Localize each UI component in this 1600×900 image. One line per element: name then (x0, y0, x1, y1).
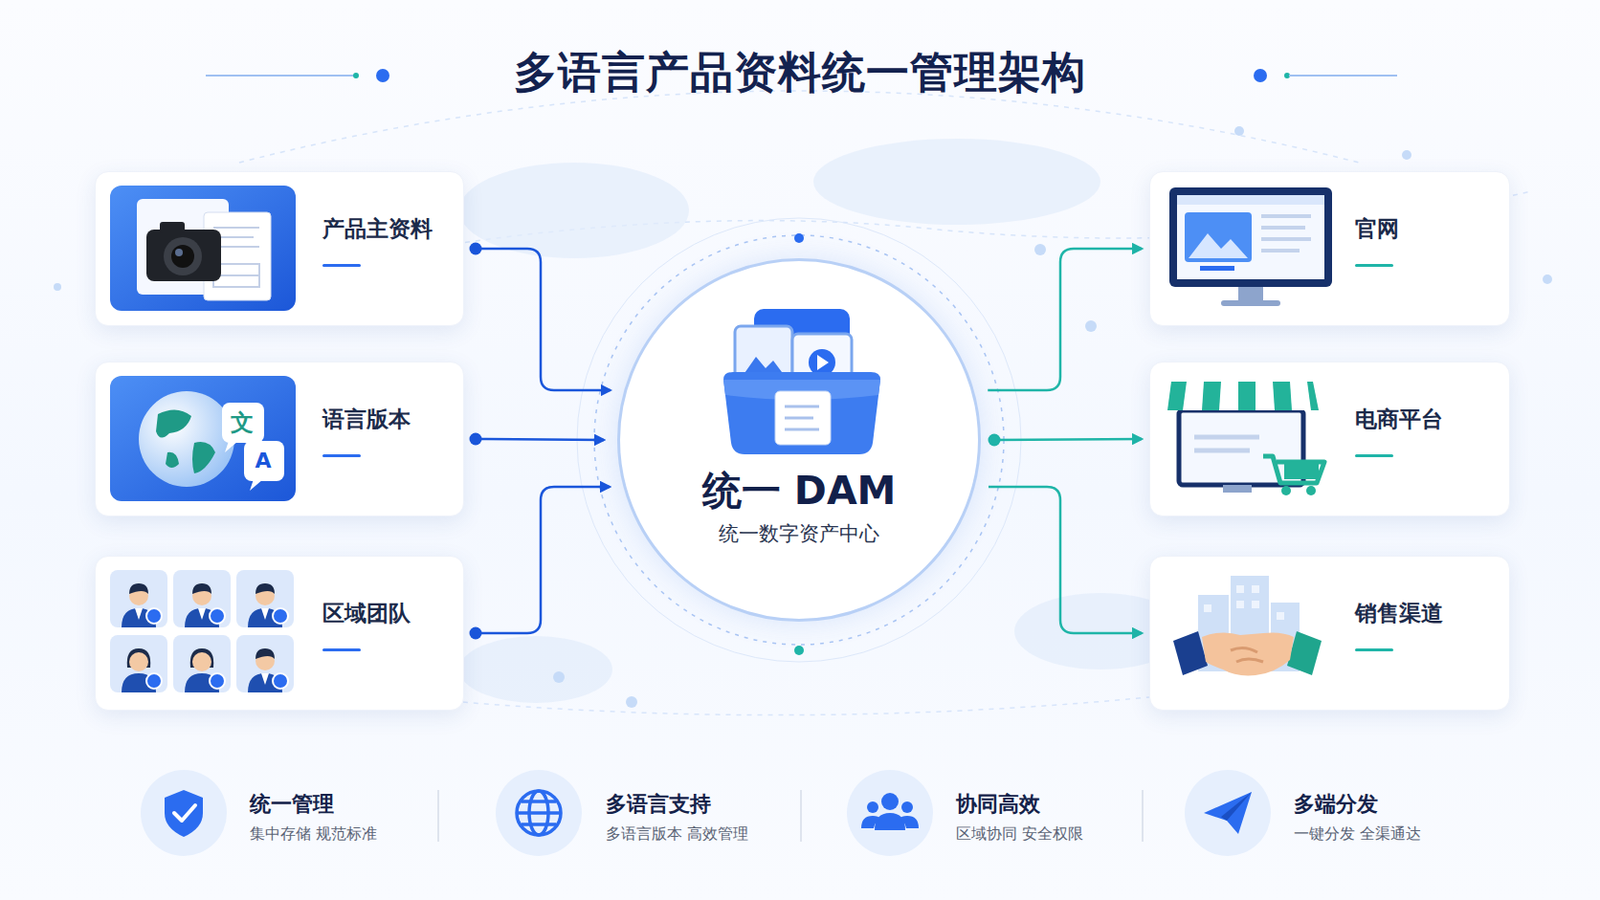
connector-dot (469, 433, 483, 446)
connector (987, 248, 1142, 391)
node-card: 电商平台 (1149, 361, 1511, 517)
node-title: 官网 (1355, 214, 1400, 245)
feature-heading: 多端分发 (1293, 790, 1378, 820)
node-title: 语言版本 (322, 404, 411, 435)
connector (475, 439, 604, 441)
feature-text: 多语言版本 高效管理 (605, 824, 749, 845)
feature-heading: 多语言支持 (605, 790, 712, 820)
hub-circle: 统一 DAM统一数字资产中心 (617, 258, 981, 623)
monitor-icon (1167, 185, 1335, 311)
feature-text: 一键分发 全渠通达 (1293, 824, 1422, 845)
accent-bar (322, 454, 361, 458)
feature-text: 区域协同 安全权限 (955, 824, 1084, 845)
team-avatars-icon (110, 570, 296, 696)
node-title: 产品主资料 (322, 214, 433, 245)
feature-text: 集中存储 规范标准 (249, 824, 378, 845)
connector (475, 248, 611, 391)
node-title: 电商平台 (1355, 404, 1444, 435)
glyph-label: A (254, 450, 271, 472)
node-card: 产品主资料 (94, 171, 465, 327)
accent-bar (322, 648, 361, 652)
accent-bar (1355, 648, 1394, 652)
connector-dot (469, 627, 483, 641)
node-title: 区域团队 (322, 599, 411, 629)
glyph-label: 文 (230, 411, 254, 435)
connector (475, 487, 610, 634)
node-card: 销售渠道 (1149, 555, 1511, 712)
node-title: 统一 DAM (620, 465, 978, 518)
connector-dot (469, 243, 483, 256)
node-card: 官网 (1149, 171, 1511, 327)
node-subtitle: 统一数字资产中心 (620, 520, 978, 548)
shop-cart-icon (1167, 376, 1335, 501)
camera-doc-icon (110, 185, 296, 312)
asset-tray-icon (706, 299, 898, 463)
connector (988, 487, 1142, 634)
node-card: 语言版本 (94, 361, 465, 517)
feature-heading: 统一管理 (249, 790, 334, 820)
handshake-icon (1163, 574, 1332, 699)
accent-bar (1355, 454, 1394, 458)
node-card: 区域团队 (94, 555, 465, 712)
node-title: 销售渠道 (1355, 599, 1444, 629)
accent-bar (322, 264, 361, 267)
connector-dot (988, 434, 1001, 447)
connector (994, 439, 1142, 441)
accent-bar (1355, 264, 1394, 267)
title: 多语言产品资料统一管理架构 (0, 44, 1600, 102)
feature-heading: 协同高效 (955, 790, 1041, 820)
globe-translate-icon (110, 376, 296, 502)
